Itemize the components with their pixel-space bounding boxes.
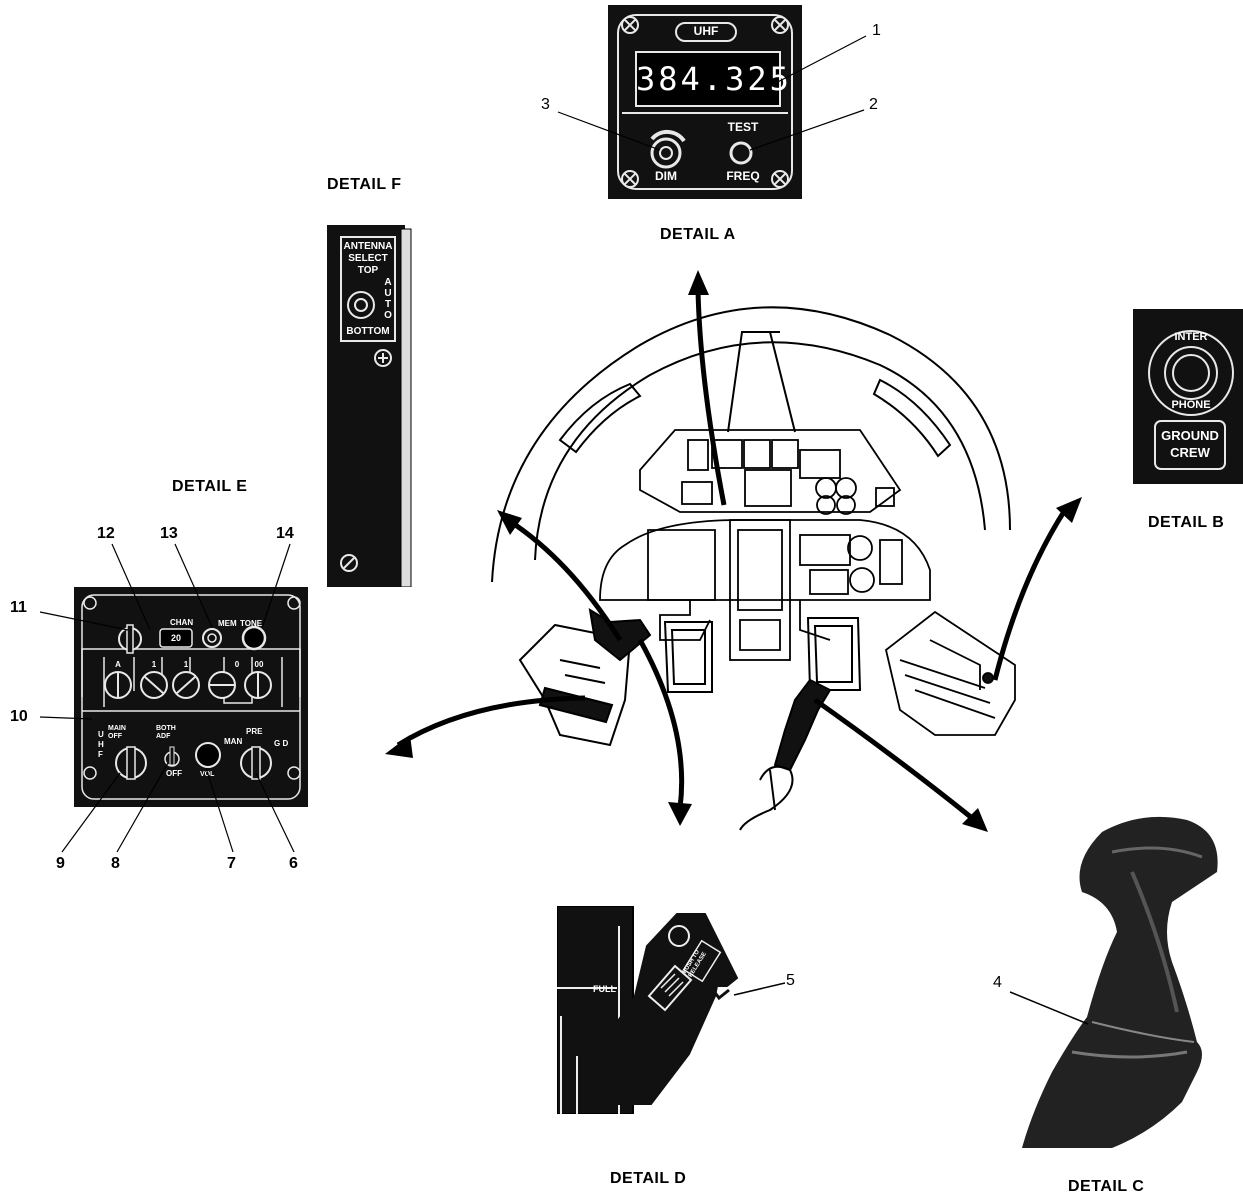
callout-leaders-a: [558, 36, 866, 150]
left-console: [520, 610, 650, 745]
rudder-pedals: [665, 618, 860, 692]
callout-leaders-e: [40, 544, 294, 852]
arrowhead-icons: [385, 270, 1082, 832]
arrow-to-detail-b: [995, 510, 1065, 680]
arrow-to-detail-a: [698, 290, 724, 505]
callout-arrows: [398, 290, 1065, 818]
instrument-panel: [600, 430, 930, 660]
canopy-frame: [492, 307, 1010, 582]
arrow-to-detail-d: [640, 640, 682, 808]
